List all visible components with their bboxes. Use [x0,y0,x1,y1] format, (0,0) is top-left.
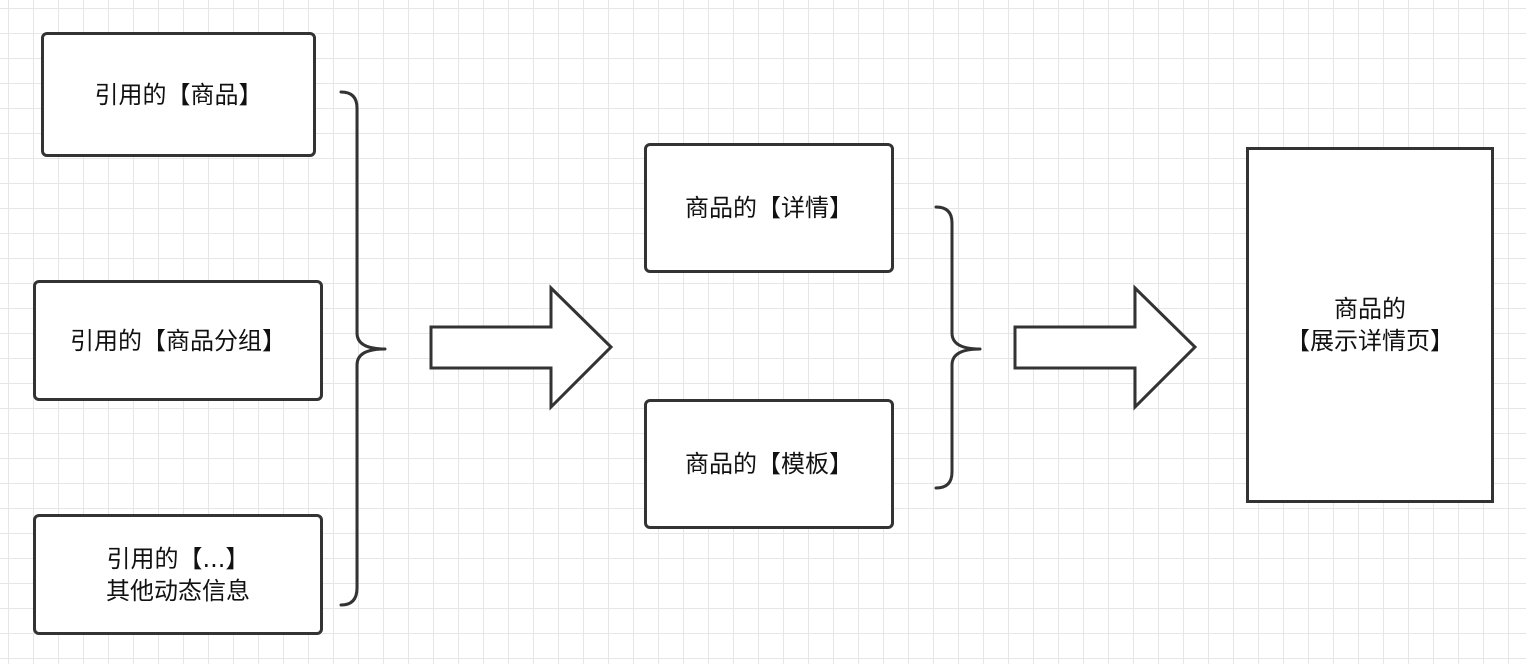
source-node-label: 引用的【...】 其他动态信息 [106,544,250,605]
intermediate-node-product-details[interactable]: 商品的【详情】 [644,143,894,273]
result-node-product-display-page[interactable]: 商品的 【展示详情页】 [1246,147,1494,503]
source-node-referenced-product-group[interactable]: 引用的【商品分组】 [33,280,323,401]
left-curly-brace [339,90,387,607]
intermediate-node-label: 商品的【详情】 [685,194,853,222]
flow-arrow-1 [429,284,614,411]
source-node-label: 引用的【商品分组】 [70,326,286,355]
flow-arrow-2 [1013,284,1198,411]
intermediate-node-label: 商品的【模板】 [685,450,853,478]
source-node-other-dynamic-info[interactable]: 引用的【...】 其他动态信息 [33,514,323,635]
source-node-label: 引用的【商品】 [94,80,263,109]
result-node-label: 商品的 【展示详情页】 [1286,295,1454,355]
intermediate-node-product-template[interactable]: 商品的【模板】 [644,399,894,529]
right-curly-brace [934,205,982,490]
source-node-referenced-product[interactable]: 引用的【商品】 [41,32,316,157]
